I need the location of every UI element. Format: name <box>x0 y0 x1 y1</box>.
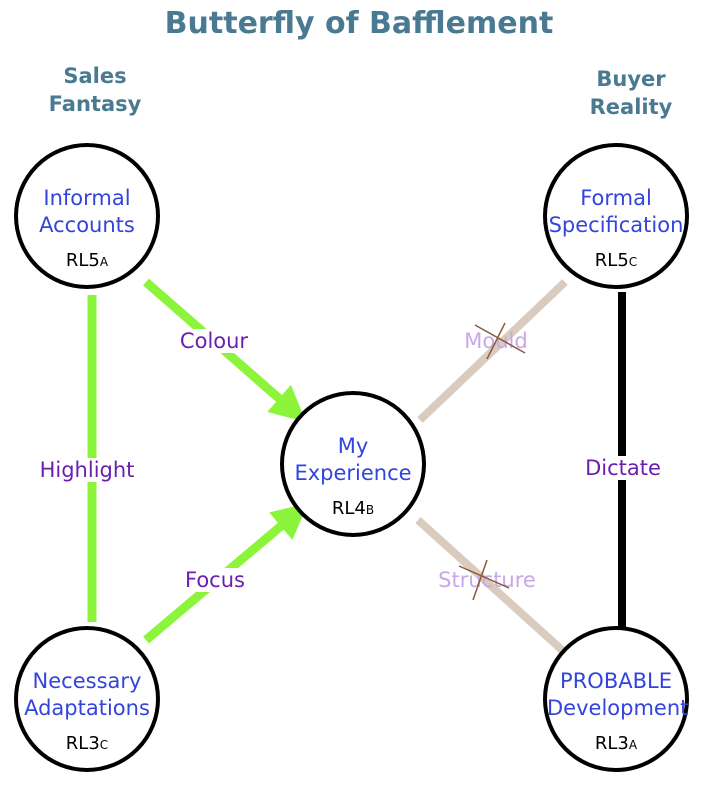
node-informal-accounts-code: RL5A <box>65 250 109 271</box>
node-formal-specification: Formal Specification RL5C <box>543 143 689 289</box>
edge-label-dictate: Dictate <box>582 456 664 480</box>
node-necessary-adaptations: Necessary Adaptations RL3C <box>14 626 160 772</box>
node-my-experience: My Experience RL4B <box>280 391 426 537</box>
node-necessary-adaptations-line-1: Necessary <box>32 669 142 693</box>
heading-sales-fantasy-line-2: Fantasy <box>48 92 142 116</box>
heading-sales-fantasy: Sales Fantasy <box>30 62 160 118</box>
node-formal-specification-line-1: Formal <box>580 186 652 210</box>
node-probable-development-line-1: PROBABLE <box>560 669 672 693</box>
cross-out-structure-icon <box>455 558 513 602</box>
node-my-experience-code: RL4B <box>331 498 375 519</box>
node-probable-development: PROBABLE Development RL3A <box>543 626 689 772</box>
node-necessary-adaptations-code: RL3C <box>65 733 109 754</box>
node-necessary-adaptations-line-2: Adaptations <box>24 696 150 720</box>
node-informal-accounts: Informal Accounts RL5A <box>14 143 160 289</box>
heading-sales-fantasy-line-1: Sales <box>63 64 127 88</box>
edge-label-colour: Colour <box>176 329 252 353</box>
heading-buyer-reality-line-1: Buyer <box>596 67 666 91</box>
edge-structure-line <box>415 517 565 653</box>
edge-label-highlight: Highlight <box>36 458 138 482</box>
diagram-title: Butterfly of Bafflement <box>164 6 554 41</box>
edge-mould-line <box>417 279 568 423</box>
node-informal-accounts-line-1: Informal <box>43 186 131 210</box>
node-my-experience-line-2: Experience <box>294 461 412 485</box>
heading-buyer-reality-line-2: Reality <box>589 95 673 119</box>
cross-out-mould-icon <box>471 319 529 363</box>
node-informal-accounts-line-2: Accounts <box>39 213 135 237</box>
node-formal-specification-line-2: Specification <box>548 213 684 237</box>
edge-label-focus: Focus <box>182 568 248 592</box>
edge-label-structure: Structure <box>438 568 536 592</box>
node-probable-development-line-2: Development <box>547 696 689 720</box>
heading-buyer-reality: Buyer Reality <box>566 65 696 121</box>
node-probable-development-code: RL3A <box>594 733 638 754</box>
node-formal-specification-code: RL5C <box>594 250 638 271</box>
node-my-experience-line-1: My <box>337 434 369 458</box>
